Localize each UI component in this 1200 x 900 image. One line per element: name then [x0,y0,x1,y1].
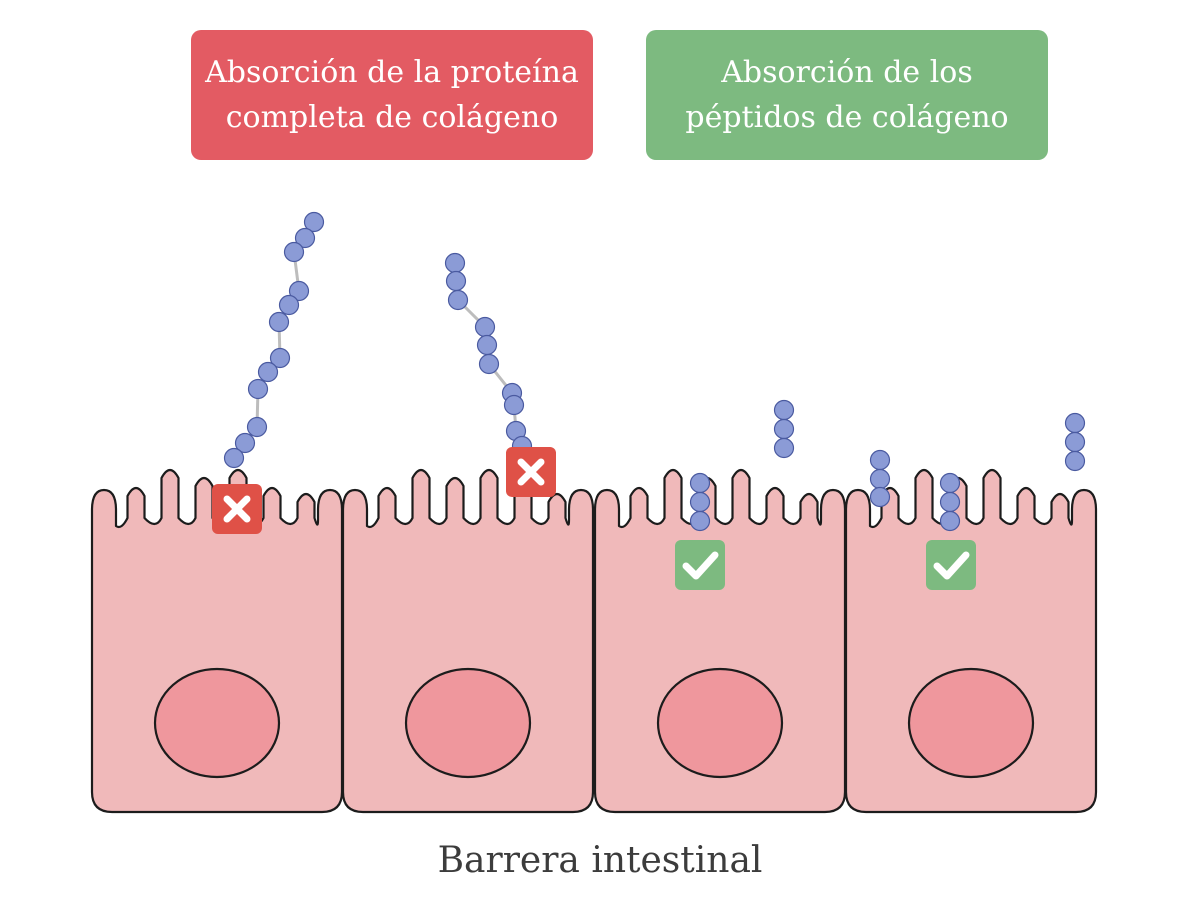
amino-acid [288,280,310,302]
amino-acid [303,211,325,233]
cross-icon [212,484,262,534]
amino-acid [474,316,496,338]
amino-acid [689,510,711,532]
peptides-header-line-1: Absorción de los [721,55,973,90]
whole-protein-chain-1 [223,211,325,469]
amino-acid [503,394,525,416]
amino-acid [223,447,245,469]
peptide-4 [939,472,961,532]
amino-acid [869,468,891,490]
amino-acid [294,227,316,249]
amino-acid [773,437,795,459]
absorption-markers [212,447,976,590]
amino-acid [939,491,961,513]
amino-acid [1064,450,1086,472]
cross-icon [506,447,556,497]
amino-acid [257,361,279,383]
peptide-5 [1064,412,1086,472]
peptide-1 [689,472,711,532]
amino-acid [278,294,300,316]
amino-acid [939,510,961,532]
cross-icon-mark [223,495,251,523]
cell-3 [593,468,847,814]
molecule-chains [223,211,1086,532]
whole-protein-header-line-2: completa de colágeno [225,100,559,135]
amino-acid [234,432,256,454]
amino-acid [444,252,466,274]
check-icon-mark [682,551,719,580]
amino-acid [268,311,290,333]
peptide-2 [773,399,795,459]
peptide-3 [869,449,891,508]
amino-acid [246,416,268,438]
amino-acid [478,353,500,375]
check-icon [675,540,725,590]
amino-acid [689,472,711,494]
cell-nucleus [153,667,281,779]
cell-4 [844,468,1098,814]
epithelial-cells [90,468,1098,814]
amino-acid [1064,412,1086,434]
peptides-header: Absorción de los péptidos de colágeno [646,30,1048,160]
amino-acid [1064,431,1086,453]
amino-acid [869,486,891,508]
intestinal-barrier-caption: Barrera intestinal [437,840,763,881]
amino-acid [476,334,498,356]
peptides-header-line-2: péptidos de colágeno [685,100,1009,135]
check-icon-mark [933,551,970,580]
check-icon-background [675,540,725,590]
amino-acid [445,270,467,292]
whole-protein-header: Absorción de la proteína completa de col… [191,30,593,160]
cell-nucleus [656,667,784,779]
whole-protein-header-line-1: Absorción de la proteína [205,55,579,90]
amino-acid [939,472,961,494]
amino-acid [869,449,891,471]
cell-nucleus [404,667,532,779]
amino-acid [773,399,795,421]
amino-acid [689,491,711,513]
cell-2 [341,468,595,814]
amino-acid [269,347,291,369]
amino-acid [773,418,795,440]
cross-icon-mark [517,458,545,486]
amino-acid [283,241,305,263]
check-icon-background [926,540,976,590]
cell-1 [90,468,344,814]
amino-acid [247,378,269,400]
check-icon [926,540,976,590]
whole-protein-chain-2 [444,252,533,457]
amino-acid [447,289,469,311]
cell-nucleus [907,667,1035,779]
